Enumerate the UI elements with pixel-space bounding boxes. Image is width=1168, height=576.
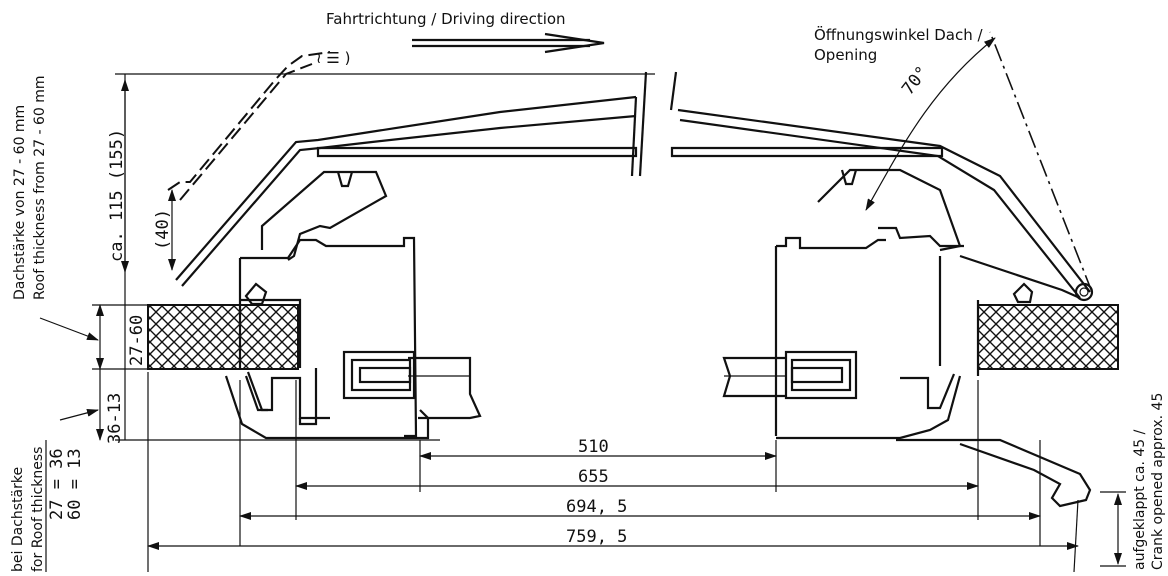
- right-crank-mechanism: [722, 350, 1092, 508]
- for-roof-thickness-en: for Roof thickness: [30, 447, 46, 572]
- thickness-60-value: 60 = 13: [65, 448, 85, 520]
- lower-dimension: 36-13: [105, 393, 125, 444]
- opened-dome-dashed-inner: [179, 63, 313, 201]
- driving-direction-arrow: [412, 32, 605, 54]
- opened-dome-dashed: [167, 51, 331, 191]
- left-crank-mechanism: [342, 350, 482, 420]
- roof-insulation-right: [977, 304, 1119, 370]
- horizontal-dimensions: [147, 372, 1126, 573]
- thickness-27-value: 27 = 36: [47, 448, 67, 520]
- opening-angle: [865, 31, 1093, 293]
- driving-direction-label: Fahrtrichtung / Driving direction: [326, 10, 566, 28]
- roof-insulation-left: [147, 304, 299, 370]
- for-roof-thickness-de: bei Dachstärke: [10, 467, 26, 572]
- svg-text:≀ ☰ ): ≀ ☰ ): [316, 49, 350, 67]
- roof-thickness-label-en: Roof thickness from 27 - 60 mm: [32, 75, 48, 300]
- gap-dimension: (40): [153, 209, 173, 250]
- dimension-655: 655: [578, 467, 609, 487]
- vertical-dimensions: [39, 74, 440, 441]
- dimension-759: 759, 5: [566, 527, 627, 547]
- crank-opened-de: aufgeklappt ca. 45 /: [1132, 429, 1148, 570]
- height-dimension: ca. 115 (155): [107, 129, 127, 262]
- roof-thickness-label-de: Dachstärke von 27 - 60 mm: [12, 105, 28, 300]
- dimension-510: 510: [578, 437, 609, 457]
- thickness-dimension: 27-60: [127, 315, 147, 366]
- crank-opened-en: Crank opened approx. 45: [1150, 393, 1166, 570]
- dome-shell: [175, 71, 1091, 299]
- left-frame: [224, 170, 430, 440]
- right-frame: [774, 168, 1094, 440]
- opening-angle-value: 70°: [898, 63, 933, 100]
- dimension-694: 694, 5: [566, 497, 627, 517]
- opening-label-en: Opening: [814, 46, 877, 64]
- opening-label-de: Öffnungswinkel Dach /: [814, 25, 984, 44]
